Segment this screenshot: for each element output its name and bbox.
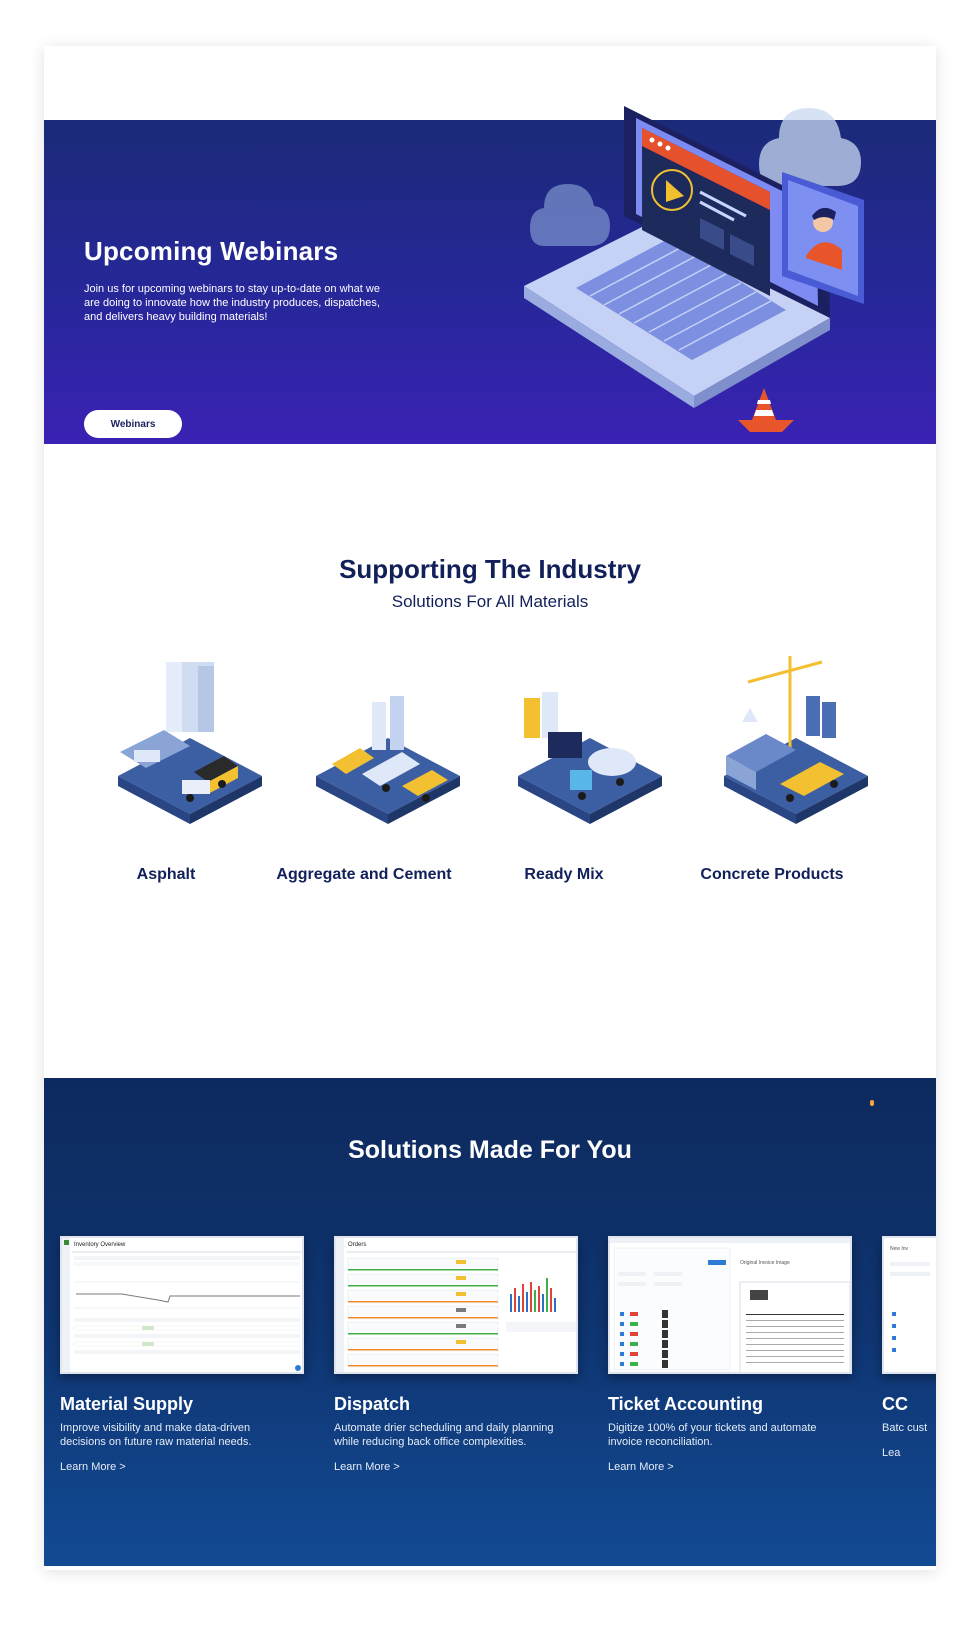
industry-subtitle: Solutions For All Materials	[391, 592, 589, 611]
asphalt-illustration	[74, 642, 274, 882]
dispatch-title: Dispatch	[334, 1394, 411, 1414]
material-supply-text: Improve visibility and make data-driven …	[60, 1422, 252, 1448]
solution-card-material-supply: Inventory Overview Mater	[60, 1236, 306, 1475]
material-supply-shot-title: Inventory Overview	[74, 1242, 126, 1248]
industry-label-concrete-products: Concrete Products	[700, 866, 844, 883]
solution-card-dispatch: Orders	[334, 1236, 580, 1475]
partial-card-shot-title: New Inv	[890, 1246, 909, 1252]
ready-mix-illustration	[474, 642, 674, 882]
solutions-section: Solutions Made For You Inventory Overvie…	[44, 1078, 936, 1566]
industry-label-aggregate-cement: Aggregate and Cement	[276, 866, 452, 883]
ticket-accounting-learn-more-link[interactable]: Learn More >	[608, 1461, 674, 1473]
laptop-illustration	[524, 106, 864, 432]
solution-card-partial: New Inv CC Batc cust Lea	[882, 1236, 936, 1461]
concrete-products-illustration	[680, 642, 880, 882]
ticket-accounting-screenshot: Original Invoice Image	[608, 1236, 852, 1374]
dispatch-shot-title: Orders	[348, 1242, 366, 1248]
ticket-accounting-shot-title: Original Invoice Image	[740, 1260, 790, 1266]
material-supply-screenshot: Inventory Overview	[60, 1236, 304, 1374]
industry-title: Supporting The Industry	[339, 554, 641, 584]
solutions-title: Solutions Made For You	[348, 1136, 632, 1164]
material-supply-learn-more-link[interactable]: Learn More >	[60, 1461, 126, 1473]
page-frame: Upcoming Webinars Join us for upcoming w…	[44, 46, 936, 1570]
partial-card-learn-more-link[interactable]: Lea	[882, 1447, 901, 1459]
dispatch-screenshot: Orders	[334, 1236, 578, 1374]
partial-card-text: Batc cust	[882, 1422, 928, 1434]
partial-card-screenshot: New Inv	[882, 1236, 936, 1374]
ticket-accounting-title: Ticket Accounting	[608, 1394, 764, 1414]
hero-description: Join us for upcoming webinars to stay up…	[84, 283, 380, 323]
dispatch-learn-more-link[interactable]: Learn More >	[334, 1461, 400, 1473]
aggregate-cement-illustration	[272, 642, 472, 882]
industry-label-asphalt: Asphalt	[136, 866, 196, 883]
hero-title: Upcoming Webinars	[84, 236, 339, 266]
partial-card-title: CC	[882, 1394, 908, 1414]
webinars-button[interactable]: Webinars	[84, 410, 182, 438]
industry-label-ready-mix: Ready Mix	[524, 866, 604, 883]
material-supply-title: Material Supply	[60, 1394, 194, 1414]
dispatch-text: Automate drier scheduling and daily plan…	[334, 1422, 554, 1448]
solution-card-ticket-accounting: Original Invoice Image Ticket Accounting…	[608, 1236, 854, 1475]
carousel-indicator-dot	[870, 1100, 874, 1106]
ticket-accounting-text: Digitize 100% of your tickets and automa…	[608, 1422, 817, 1448]
